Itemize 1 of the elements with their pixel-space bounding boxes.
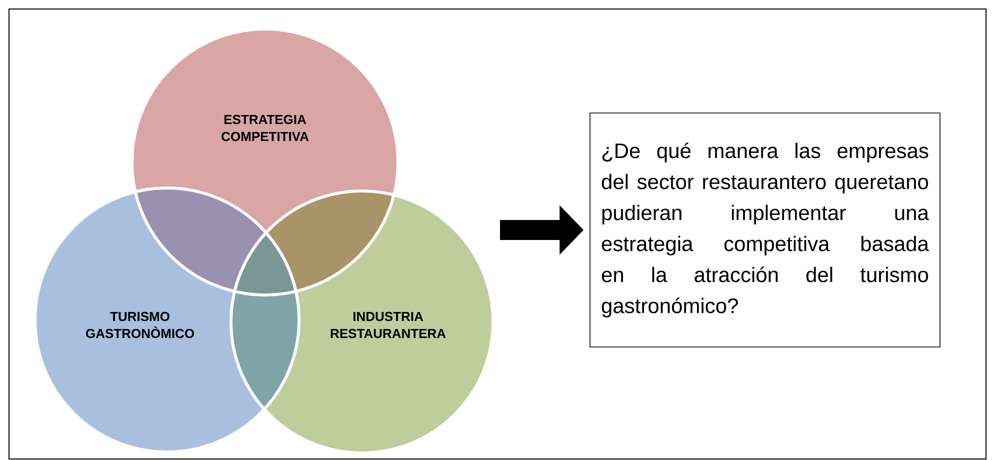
question-box: ¿De qué manera las empresas del sector restaurantero queretano pudieran implementar una estrategia competitiva basada en la atracción del turismo gastronómico?	[590, 112, 940, 348]
